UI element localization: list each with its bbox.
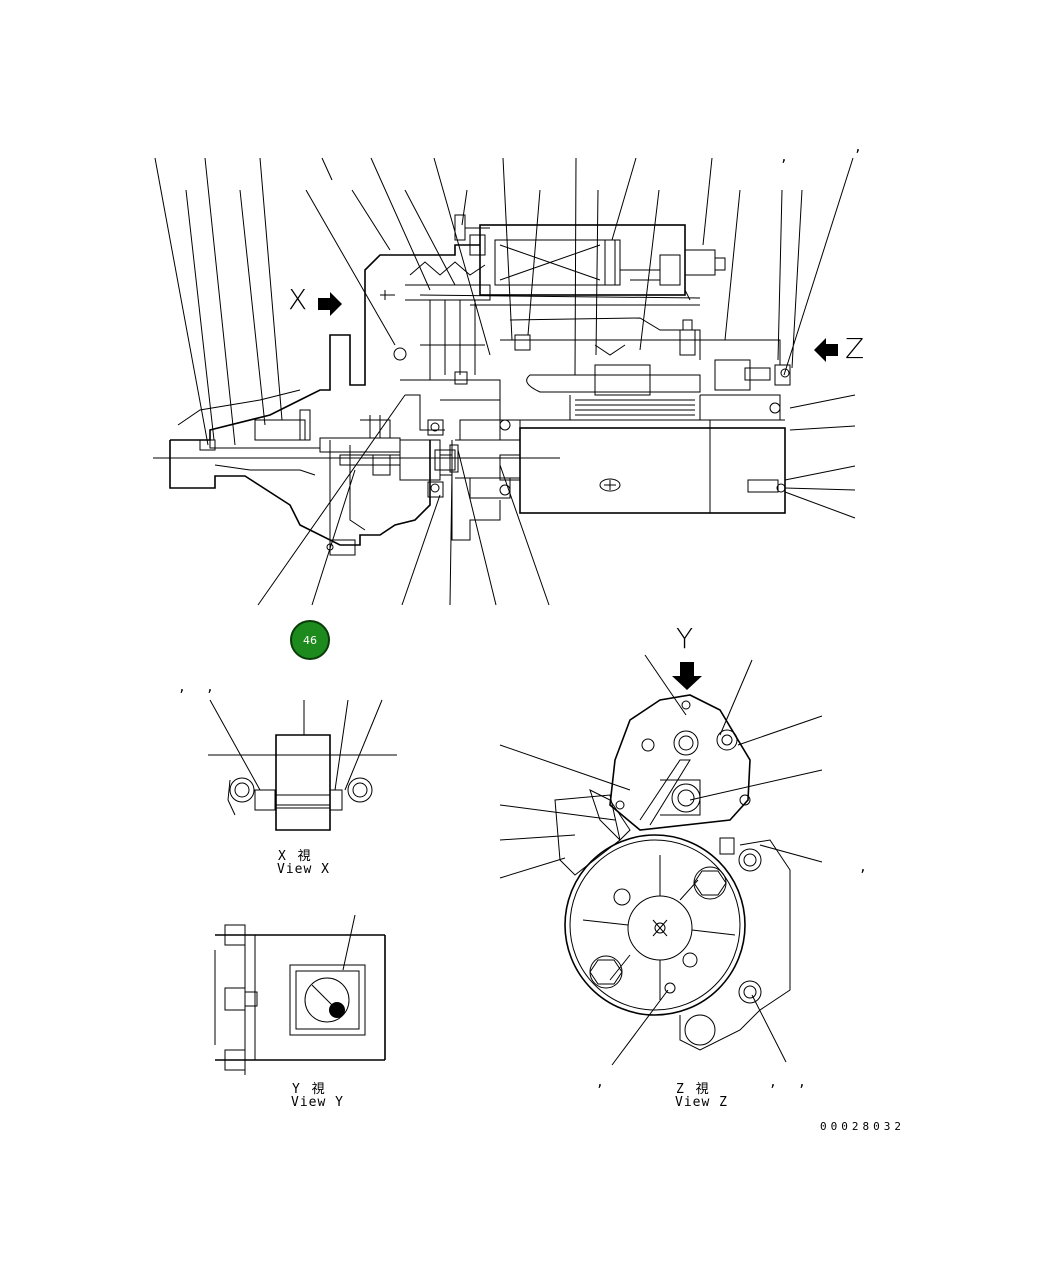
view-x-arrow-letter: X: [288, 283, 308, 316]
leader-comma: ,: [206, 680, 214, 695]
leader-comma: ,: [780, 150, 788, 165]
view-z-caption-jp: Z 視: [676, 1082, 711, 1097]
part-callout-badge[interactable]: 46: [290, 620, 330, 660]
leader-comma: ,: [178, 680, 186, 695]
drawing-code: 00028032: [820, 1120, 905, 1133]
view-y-detail: [214, 914, 386, 1075]
view-x-caption-en: View X: [277, 862, 330, 877]
view-z-detail: [499, 654, 823, 1066]
leader-comma: ,: [769, 1075, 777, 1090]
leader-comma: ,: [854, 140, 862, 155]
view-z-arrow-letter: Z: [845, 332, 865, 365]
leader-comma: ,: [596, 1075, 604, 1090]
view-x-caption-jp: X 視: [278, 849, 313, 864]
view-z-caption-en: View Z: [675, 1095, 728, 1110]
view-y-arrow-letter: Y: [676, 622, 694, 655]
view-x-detail: [208, 699, 397, 831]
leader-comma: ,: [798, 1075, 806, 1090]
view-y-caption-en: View Y: [291, 1095, 344, 1110]
leader-comma: ,: [859, 860, 867, 875]
main-cutaway-view: [153, 157, 856, 606]
view-y-caption-jp: Y 視: [292, 1082, 327, 1097]
